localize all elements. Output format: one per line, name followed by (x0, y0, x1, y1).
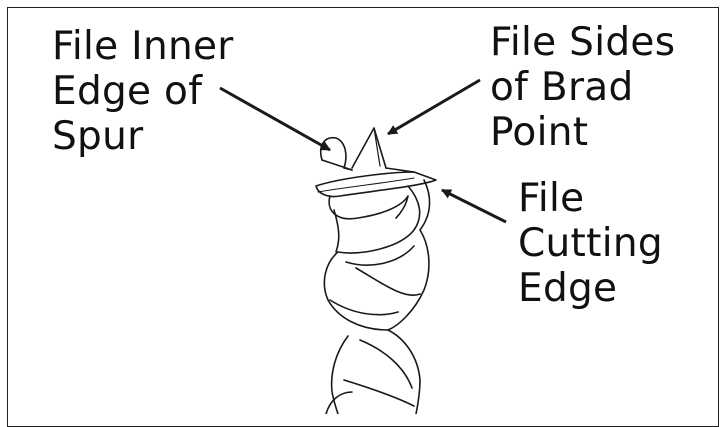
arrow-spur (219, 86, 331, 152)
label-cutting-line-2: Cutting (518, 221, 663, 266)
flute-twist-lower (387, 329, 421, 414)
label-file-cutting-edge: File Cutting Edge (518, 176, 663, 311)
label-file-inner-edge-of-spur: File Inner Edge of Spur (52, 24, 234, 159)
flute-twist-upper (328, 195, 409, 220)
label-spur-line-1: File Inner (52, 24, 234, 69)
label-brad-line-3: Point (490, 110, 589, 155)
label-file-sides-of-brad-point: File Sides of Brad Point (490, 20, 675, 155)
label-brad-line-1: File Sides (490, 20, 676, 65)
label-spur-line-2: Edge of (52, 69, 203, 114)
arrow-brad-point (387, 78, 481, 136)
arrow-cutting-edge (441, 188, 507, 224)
cutting-lip (315, 171, 437, 198)
flute-twist-middle (323, 251, 389, 331)
label-spur-line-3: Spur (52, 114, 144, 159)
label-cutting-line-1: File (518, 176, 585, 221)
callout-arrows (219, 78, 507, 224)
drill-bit-illustration (219, 78, 507, 414)
drill-bit (315, 127, 437, 414)
label-cutting-line-3: Edge (518, 266, 618, 311)
label-brad-line-2: of Brad (490, 65, 634, 110)
brad-point (351, 127, 387, 169)
